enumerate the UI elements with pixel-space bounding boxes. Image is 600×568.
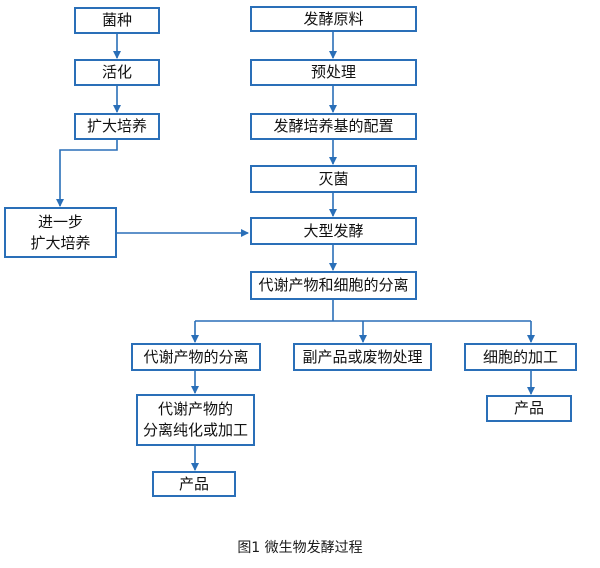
- activation-label: 活化: [101, 63, 132, 81]
- pretreatment-label: 预处理: [310, 63, 356, 81]
- further-expansion-label-line2: 扩大培养: [30, 233, 91, 252]
- strain-label: 菌种: [101, 11, 132, 29]
- metabolite-separation-box: 代谢产物的分离: [131, 343, 261, 371]
- large-fermentation-box: 大型发酵: [250, 217, 417, 245]
- purification-label-line1: 代谢产物的: [157, 400, 233, 418]
- strain-box: 菌种: [74, 7, 160, 34]
- sterilization-label: 灭菌: [318, 169, 349, 188]
- further-expansion-label-line1: 进一步: [37, 212, 83, 231]
- large-fermentation-label: 大型发酵: [303, 221, 364, 240]
- byproduct-treatment-box: 副产品或废物处理: [293, 343, 432, 371]
- activation-box: 活化: [74, 59, 160, 86]
- purification-box: 代谢产物的 分离纯化或加工: [136, 394, 255, 446]
- product-box-left: 产品: [152, 471, 236, 497]
- figure-caption: 图1 微生物发酵过程: [237, 540, 363, 556]
- purification-label-line2: 分离纯化或加工: [142, 421, 248, 439]
- further-expansion-box: 进一步 扩大培养: [4, 207, 117, 258]
- byproduct-treatment-label: 副产品或废物处理: [302, 347, 423, 366]
- expansion-label: 扩大培养: [86, 117, 147, 135]
- medium-prep-box: 发酵培养基的配置: [250, 113, 417, 140]
- product-right-label: 产品: [513, 399, 544, 417]
- pretreatment-box: 预处理: [250, 59, 417, 86]
- product-left-label: 产品: [178, 474, 209, 493]
- arrow-expansion-further: [56, 140, 118, 207]
- separation-label: 代谢产物和细胞的分离: [258, 276, 409, 294]
- separation-box: 代谢产物和细胞的分离: [250, 271, 417, 300]
- expansion-box: 扩大培养: [74, 113, 160, 140]
- raw-materials-label: 发酵原料: [303, 9, 364, 28]
- raw-materials-box: 发酵原料: [250, 6, 417, 32]
- sterilization-box: 灭菌: [250, 165, 417, 193]
- product-box-right: 产品: [486, 395, 572, 422]
- medium-prep-label: 发酵培养基的配置: [273, 117, 394, 135]
- cell-processing-label: 细胞的加工: [482, 347, 558, 366]
- cell-processing-box: 细胞的加工: [464, 343, 577, 371]
- metabolite-separation-label: 代谢产物的分离: [143, 347, 249, 366]
